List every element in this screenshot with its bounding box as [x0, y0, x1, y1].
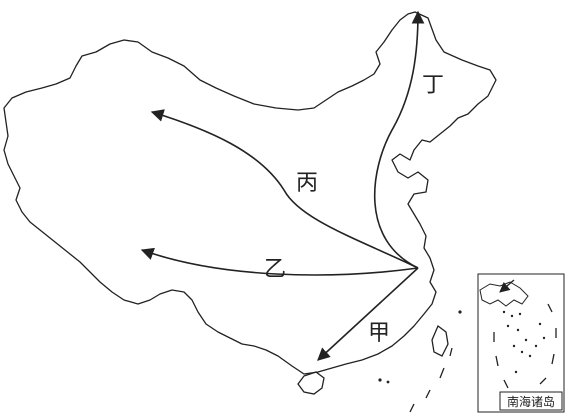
islet: [378, 378, 382, 382]
islet: [386, 380, 390, 384]
route-arrow-jia: [317, 267, 419, 361]
route-arrow-bing: [150, 109, 419, 269]
hainan-island-outline: [297, 371, 325, 395]
route-arrow-yi: [140, 247, 419, 276]
inset-frame: [477, 273, 565, 413]
inset-boundary-dashes: [493, 303, 557, 395]
route-label-yi: 乙: [264, 257, 286, 282]
inset-caption-box: [499, 391, 563, 411]
china-mainland-outline: [3, 11, 497, 375]
south-china-sea-inset: 南海诸岛: [477, 273, 565, 413]
inset-islands: [502, 310, 546, 374]
route-arrows: [140, 10, 425, 361]
route-label-bing: 丙: [296, 171, 318, 196]
taiwan-island-outline: [431, 324, 449, 357]
islet: [458, 310, 462, 314]
inset-arrow: [499, 279, 515, 293]
route-arrow-ding: [373, 10, 425, 269]
inset-caption: 南海诸岛: [507, 394, 555, 409]
maritime-boundary: [409, 347, 453, 413]
route-label-ding: 丁: [422, 73, 444, 98]
route-label-jia: 甲: [368, 321, 390, 346]
